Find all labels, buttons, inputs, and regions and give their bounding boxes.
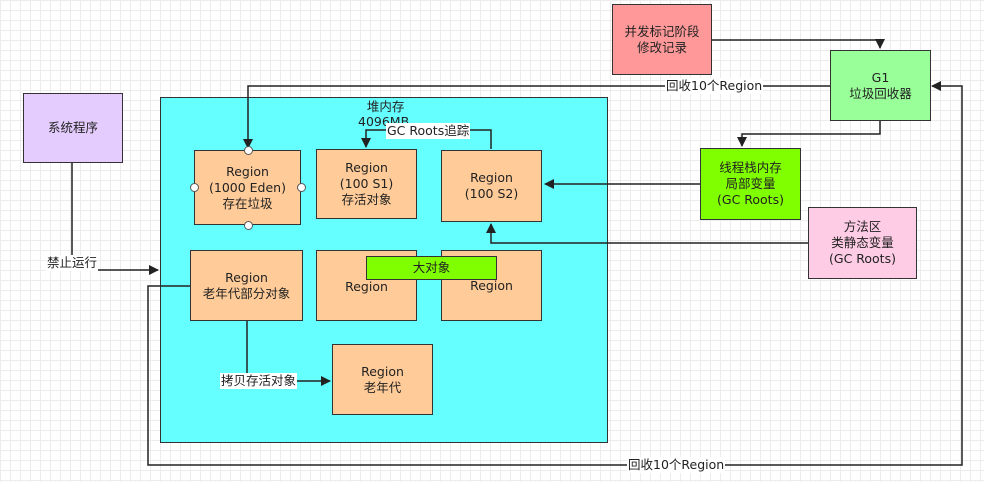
- system-program-label: 系统程序: [47, 120, 98, 135]
- edge-g1-to-eden: [243, 85, 830, 149]
- region-old-partial-line1: Region: [225, 269, 268, 285]
- concurrent-mark-phase: 并发标记阶段 修改记录: [612, 4, 712, 75]
- selection-handle: [244, 146, 253, 155]
- region-middle-line1: Region: [345, 278, 388, 294]
- region-eden-line2: (1000 Eden): [209, 179, 286, 195]
- region-old-gen-line1: Region: [361, 363, 404, 379]
- big-object-label: 大对象: [412, 260, 451, 275]
- thread-stack-line2: 局部变量: [725, 176, 776, 191]
- region-s1-line3: 存活对象: [341, 192, 392, 207]
- thread-stack-gc-roots: 线程栈内存 局部变量 (GC Roots): [700, 148, 801, 220]
- selection-handle: [190, 183, 199, 192]
- region-eden: Region (1000 Eden) 存在垃圾: [194, 150, 301, 225]
- selection-handle: [244, 221, 253, 230]
- region-old-partial-line2: 老年代部分对象: [202, 285, 291, 301]
- edge-bottom-recycle: [147, 81, 963, 466]
- edge-copy-to-oldgen: [246, 321, 331, 386]
- edge-label-gc-roots-trace: GC Roots追踪: [386, 123, 471, 139]
- heap-title-line1: 堆内存: [366, 99, 405, 114]
- g1-collector: G1 垃圾回收器: [830, 50, 931, 121]
- region-old-gen-line2: 老年代: [363, 379, 402, 395]
- region-old-partial: Region 老年代部分对象: [190, 250, 303, 321]
- region-eden-line3: 存在垃圾: [222, 195, 273, 211]
- region-s2: Region (100 S2): [441, 150, 542, 222]
- region-s1-line2: (100 S1): [339, 176, 394, 191]
- region-eden-line1: Region: [226, 163, 269, 179]
- concurrent-mark-line1: 并发标记阶段: [624, 23, 700, 39]
- g1-collector-line1: G1: [871, 69, 890, 85]
- method-area-line2: 类静态变量: [831, 235, 894, 250]
- region-right-line1: Region: [470, 277, 513, 293]
- edge-system-to-heap: [71, 163, 159, 275]
- edge-methodarea-to-s2: [486, 223, 808, 244]
- system-program: 系统程序: [23, 93, 123, 163]
- edge-g1-to-stack: [737, 121, 881, 147]
- edge-label-recycle-top: 回收10个Region: [665, 78, 764, 94]
- selection-handle: [297, 183, 306, 192]
- region-s2-line1: Region: [470, 170, 513, 185]
- edge-mark-to-g1: [712, 39, 885, 49]
- edge-label-copy-live: 拷贝存活对象: [220, 373, 298, 389]
- big-object: 大对象: [366, 256, 497, 280]
- region-old-gen: Region 老年代: [332, 344, 433, 415]
- edge-label-stop-running: 禁止运行: [46, 255, 99, 271]
- g1-collector-line2: 垃圾回收器: [849, 85, 912, 101]
- thread-stack-line1: 线程栈内存: [719, 160, 782, 175]
- region-s1-line1: Region: [345, 160, 388, 175]
- method-area-gc-roots: 方法区 类静态变量 (GC Roots): [808, 207, 917, 279]
- edge-label-recycle-bottom: 回收10个Region: [627, 457, 726, 473]
- method-area-line1: 方法区: [843, 219, 882, 234]
- concurrent-mark-line2: 修改记录: [636, 39, 687, 55]
- thread-stack-line3: (GC Roots): [717, 192, 784, 207]
- method-area-line3: (GC Roots): [829, 251, 896, 266]
- heap-title: 堆内存 4096MB: [358, 99, 409, 129]
- region-s1: Region (100 S1) 存活对象: [316, 149, 417, 219]
- region-s2-line2: (100 S2): [464, 186, 519, 201]
